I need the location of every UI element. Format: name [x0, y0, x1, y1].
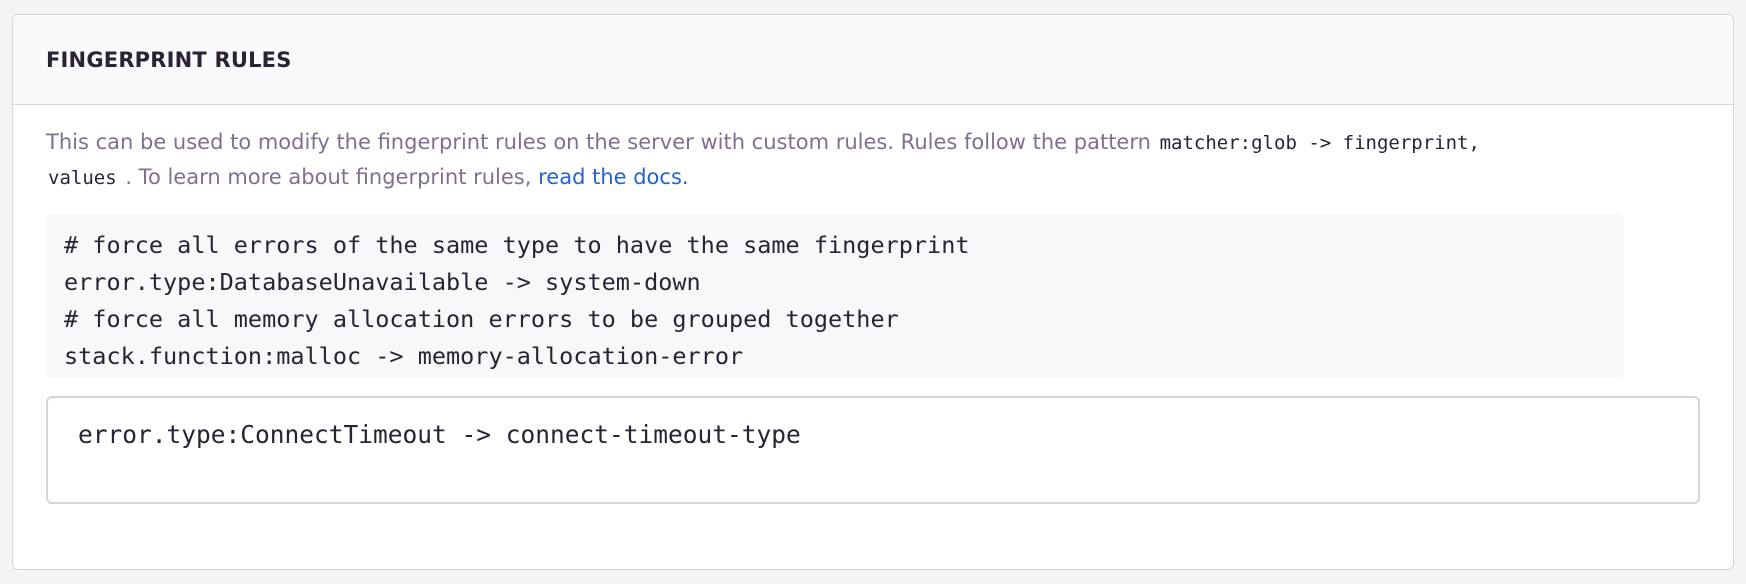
- example-line: # force all errors of the same type to h…: [64, 231, 970, 259]
- example-rules-block: # force all errors of the same type to h…: [46, 213, 1624, 379]
- example-line: # force all memory allocation errors to …: [64, 305, 899, 333]
- help-text-intro: This can be used to modify the fingerpri…: [46, 130, 1151, 154]
- read-docs-link[interactable]: read the docs.: [538, 165, 689, 189]
- help-text: This can be used to modify the fingerpri…: [46, 125, 1699, 195]
- editor-value[interactable]: error.type:ConnectTimeout -> connect-tim…: [78, 420, 801, 449]
- fingerprint-rules-panel: FINGERPRINT RULES This can be used to mo…: [12, 14, 1734, 570]
- pattern-code: matcher:glob -> fingerprint,: [1159, 132, 1480, 154]
- example-line: error.type:DatabaseUnavailable -> system…: [64, 268, 701, 296]
- pattern-code-values: values: [48, 167, 117, 189]
- example-line: stack.function:malloc -> memory-allocati…: [64, 342, 744, 370]
- fingerprint-rules-editor[interactable]: error.type:ConnectTimeout -> connect-tim…: [46, 396, 1700, 504]
- help-text-outro: . To learn more about fingerprint rules,: [125, 165, 532, 189]
- panel-header: FINGERPRINT RULES: [13, 15, 1733, 105]
- panel-title: FINGERPRINT RULES: [46, 47, 292, 72]
- panel-body: This can be used to modify the fingerpri…: [13, 105, 1733, 504]
